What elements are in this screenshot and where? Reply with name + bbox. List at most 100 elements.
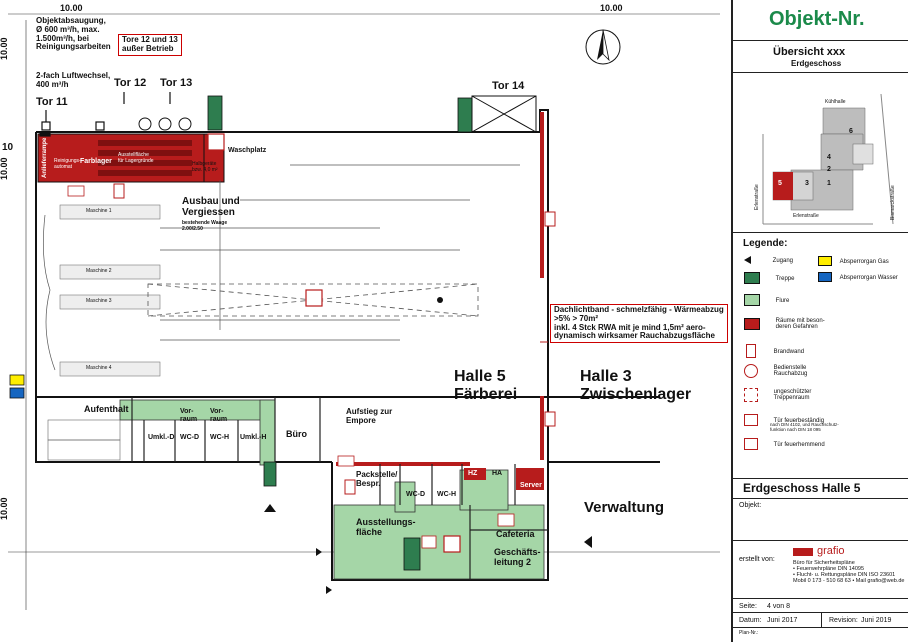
overview-num-5: 5: [778, 180, 782, 187]
overview-num-2: 2: [827, 166, 831, 173]
dim-top-left: 10.00: [60, 3, 83, 13]
green-square-icon: [744, 272, 760, 284]
objekt-nr-title: Objekt-Nr.: [769, 8, 865, 30]
erstellt-label: erstellt von:: [739, 556, 775, 563]
light-green-square-icon: [744, 294, 760, 306]
plan-nr-label: Plan-Nr.:: [739, 630, 759, 636]
legend-item-treppenraum: ungeschützter Treppenraum: [744, 388, 811, 402]
room-waage: bestehende Waage 2.00/2.50: [182, 220, 228, 232]
legend-item-flure: Flure: [744, 294, 789, 306]
seite-value: 4 von 8: [767, 603, 790, 610]
overview-street-1: Erlenstraße: [754, 184, 760, 210]
legend-item-zugang: Zugang: [744, 256, 793, 264]
title-block: Objekt-Nr. Übersicht xxx Erdgeschoss Küh…: [731, 0, 908, 642]
room-wc-h: WC-H: [210, 434, 230, 441]
hall-3-label: Halle 3 Zwischenlager: [580, 368, 692, 403]
room-ausstell-lager: Ausstellfläche für Lagergründe: [118, 152, 154, 164]
roof-note: Dachlichtband - schmelzfähig - Wärmeabzu…: [550, 304, 728, 344]
room-buero: Büro: [286, 429, 307, 439]
legend-item-t30: Tür feuerhemmend: [744, 438, 825, 450]
door-t30-icon: [744, 438, 758, 450]
room-packstelle: Packstelle/ Bespr.: [356, 470, 398, 488]
room-halbgeraete: Halbgeräte bzw. 4,0 m²: [192, 161, 218, 173]
room-hz: HZ: [468, 470, 478, 477]
dim-side-top: 10.00: [0, 37, 9, 60]
room-vorraum-1: Vor- raum: [180, 408, 198, 423]
room-reinigung: Reinigungs- automat: [54, 158, 81, 170]
datum-value: Juni 2017: [767, 617, 798, 624]
grafio-name: grafio: [817, 545, 845, 557]
hall-5-label: Halle 5 Färberei: [454, 368, 518, 403]
dim-top-right: 10.00: [600, 3, 623, 13]
triangle-icon: [744, 256, 751, 264]
room-server: Server: [520, 482, 542, 489]
plan-title: Erdgeschoss Halle 5: [743, 481, 861, 495]
floor-plan: [8, 13, 720, 610]
exhaust-note: Objektabsaugung, Ø 600 m³/h, max. 1.500m…: [36, 16, 111, 52]
room-ausbau: Ausbau und Vergiessen: [182, 196, 240, 218]
dim-side-bottom: 10.00: [0, 497, 9, 520]
room-verwaltung: Verwaltung: [584, 499, 665, 516]
smoke-control-icon: [744, 364, 758, 378]
firewall-icon: [746, 344, 756, 358]
legend-item-brandwand: Brandwand: [744, 344, 804, 358]
overview-street-3: Erlenstraße: [793, 213, 819, 219]
seite-label: Seite:: [739, 603, 757, 610]
machine-2: Maschine 2: [86, 268, 112, 274]
room-ausstellung: Ausstellungs- fläche: [356, 517, 416, 537]
revision-value: Juni 2019: [861, 617, 892, 624]
room-aufenthalt: Aufenthalt: [84, 404, 129, 414]
north-arrow-icon: [585, 29, 621, 65]
site-overview-map: [762, 93, 894, 225]
overview-subtitle: Erdgeschoss: [791, 59, 842, 68]
overview-title: Übersicht xxx: [773, 46, 846, 58]
overview-num-6: 6: [849, 128, 853, 135]
machine-3: Maschine 3: [86, 298, 112, 304]
room-geschaeft: Geschäfts- leitung 2: [494, 547, 541, 567]
air-note: 2-fach Luftwechsel, 400 m³/h: [36, 71, 111, 89]
legend-small-note: nach DIN 4102, und Rauchschutz- funktion…: [770, 422, 839, 432]
datum-label: Datum:: [739, 617, 762, 624]
room-ha: HA: [492, 470, 503, 477]
legend-item-wasser: Absperrorgan Wasser: [818, 272, 898, 282]
tor-14-label: Tor 14: [492, 80, 525, 92]
tor-note: Tore 12 und 13 außer Betrieb: [118, 34, 182, 56]
tor-12-label: Tor 12: [114, 77, 147, 89]
machine-1: Maschine 1: [86, 208, 112, 214]
room-wc-h-2: WC-H: [437, 491, 457, 498]
legend-item-rauchabzug: Bedienstelle Rauchabzug: [744, 364, 807, 378]
legend-item-treppe: Treppe: [744, 272, 794, 284]
stair-icon: [744, 388, 758, 402]
room-wc-d-2: WC-D: [406, 491, 426, 498]
water-valve-icon: [818, 272, 832, 282]
overview-num-1: 1: [827, 180, 831, 187]
legend-item-gas: Absperrorgan Gas: [818, 256, 889, 266]
room-vorraum-2: Vor- raum: [210, 408, 228, 423]
tor-11-label: Tor 11: [36, 96, 68, 108]
room-wc-d: WC-D: [180, 434, 200, 441]
red-square-icon: [744, 318, 760, 330]
dim-ten: 10: [2, 142, 14, 153]
gas-valve-icon: [818, 256, 832, 266]
legend-title: Legende:: [743, 238, 788, 249]
room-umkl-d: Umkl.-D: [148, 434, 175, 441]
room-farblager: Farblager: [80, 158, 112, 165]
room-umkl-h: Umkl.-H: [240, 434, 267, 441]
machine-4: Maschine 4: [86, 365, 112, 371]
room-aufstieg: Aufstieg zur Empore: [346, 407, 393, 425]
legend-item-t90: Tür feuerbeständig: [744, 414, 824, 426]
room-waschplatz: Waschplatz: [228, 147, 267, 154]
tor-13-label: Tor 13: [160, 77, 193, 89]
overview-num-3: 3: [805, 180, 809, 187]
room-anlieferrampe: Anlieferrampe: [42, 137, 48, 178]
buero-info: Büro für Sicherheitspläne • Feuerwehrplä…: [793, 560, 905, 585]
overview-num-4: 4: [827, 154, 831, 161]
objekt-label: Objekt:: [739, 502, 762, 509]
legend-item-gefahren: Räume mit beson- deren Gefahren: [744, 318, 825, 330]
dim-side-mid: 10.00: [0, 157, 9, 180]
grafio-logo: [793, 548, 813, 556]
room-cafeteria: Cafeteria: [496, 529, 535, 539]
vertical-divider: [821, 612, 822, 627]
overview-kuehlhalle: Kühlhalle: [825, 99, 846, 105]
door-t90-icon: [744, 414, 758, 426]
